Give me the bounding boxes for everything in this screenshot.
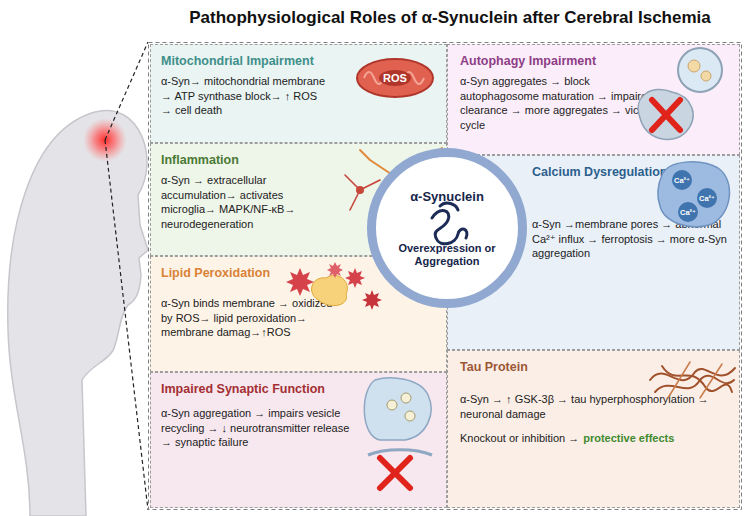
- zoom-lines: [105, 42, 148, 510]
- head-silhouette-part: [8, 110, 148, 516]
- category-panel: Impaired Synaptic Function α-Syn aggregat…: [150, 372, 447, 508]
- panel-heading: Autophagy Impairment: [460, 54, 729, 68]
- panel-body: α-Syn →membrane pores → abnormal Ca²⁺ in…: [532, 217, 727, 261]
- panel-body: α-Syn→ mitochondrial membrane → ATP synt…: [161, 74, 326, 118]
- note-line: Knockout or inhibition → protective effec…: [460, 431, 729, 446]
- zoom-lines-part: [105, 42, 148, 140]
- panel-body: α-Syn binds membrane → oxidized by ROS→ …: [161, 296, 336, 340]
- highlight-note: protective effects: [583, 432, 674, 444]
- panel-body: α-Syn aggregates → block autophagosome m…: [460, 74, 660, 132]
- head-silhouette: [8, 110, 148, 516]
- panel-note: Knockout or inhibition →: [460, 432, 579, 444]
- panel-heading: Impaired Synaptic Function: [161, 382, 436, 396]
- panel-body: α-Syn → extracellular accumulation→ acti…: [161, 173, 321, 231]
- panel-heading: Inflammation: [161, 153, 436, 167]
- panel-heading: Calcium Dysregulation: [532, 165, 729, 179]
- category-panel: Mitochondrial Impairment α-Syn→ mitochond…: [150, 44, 447, 143]
- head-silhouette-part: [83, 118, 127, 162]
- category-panel: Tau Protein α-Syn → ↑ GSK-3β → tau hyperp…: [447, 350, 740, 508]
- zoom-lines-part: [105, 140, 148, 510]
- panel-frame: [149, 43, 742, 510]
- diagram-title: Pathophysiological Roles of α-Synuclein …: [150, 8, 750, 28]
- center-circle: α-SynucleinOverexpression or Aggregation: [367, 148, 527, 308]
- panel-body: α-Syn → ↑ GSK-3β → tau hyperphosphorylat…: [460, 392, 725, 421]
- panel-body: α-Syn aggregation → impairs vesicle recy…: [161, 406, 351, 450]
- center-subtitle: Overexpression or Aggregation: [395, 242, 499, 268]
- category-panel: Autophagy Impairment α-Syn aggregates → b…: [447, 44, 740, 155]
- panel-heading: Mitochondrial Impairment: [161, 54, 436, 68]
- panel-heading: Tau Protein: [460, 360, 729, 374]
- center-title: α-Synuclein: [410, 189, 484, 204]
